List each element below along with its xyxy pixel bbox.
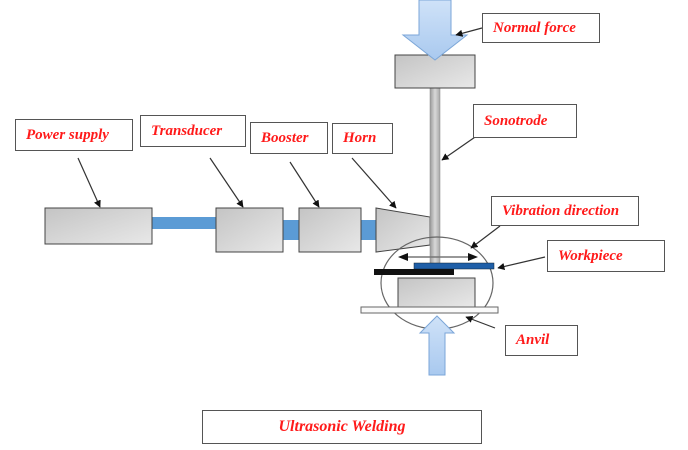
connector-transducer-booster bbox=[283, 220, 299, 240]
label-transducer: Transducer bbox=[140, 115, 246, 147]
leader-transducer bbox=[209, 157, 244, 208]
label-text: Horn bbox=[343, 130, 377, 146]
workpiece-lower bbox=[374, 269, 454, 275]
leader-booster bbox=[289, 161, 320, 208]
label-anvil: Anvil bbox=[505, 325, 578, 356]
leader-sonotrode bbox=[441, 134, 479, 161]
workpiece-upper bbox=[413, 262, 495, 270]
label-normal-force: Normal force bbox=[482, 13, 600, 43]
label-text: Workpiece bbox=[558, 247, 623, 264]
label-workpiece: Workpiece bbox=[547, 240, 665, 272]
normal-force-arrow bbox=[401, 0, 469, 61]
sonotrode-rod bbox=[429, 87, 441, 267]
label-text: Vibration direction bbox=[502, 202, 620, 219]
anvil-force-arrow bbox=[418, 315, 456, 376]
label-text: Normal force bbox=[493, 19, 576, 36]
leader-workpiece bbox=[497, 256, 546, 271]
leader-power-supply bbox=[77, 157, 101, 208]
diagram-title: Ultrasonic Welding bbox=[278, 418, 406, 435]
base-plate bbox=[360, 306, 499, 314]
connector-power-transducer bbox=[152, 217, 216, 229]
transducer-unit bbox=[215, 207, 284, 253]
power-supply-unit bbox=[44, 207, 153, 245]
vibration-arrowhead-right bbox=[468, 253, 478, 261]
connector-booster-horn bbox=[361, 220, 376, 240]
diagram-title-box: Ultrasonic Welding bbox=[202, 410, 482, 444]
label-text: Power supply bbox=[26, 126, 109, 143]
label-text: Sonotrode bbox=[484, 112, 548, 129]
anvil-block bbox=[397, 277, 476, 308]
leader-vibration-direction bbox=[470, 225, 501, 249]
label-text: Transducer bbox=[151, 122, 223, 139]
leader-horn bbox=[351, 157, 397, 209]
leader-normal-force bbox=[455, 27, 483, 37]
booster-unit bbox=[298, 207, 362, 253]
label-vibration-direction: Vibration direction bbox=[491, 196, 639, 226]
label-booster: Booster bbox=[250, 122, 328, 154]
horn-unit bbox=[375, 207, 431, 253]
label-power-supply: Power supply bbox=[15, 119, 133, 151]
leader-anvil bbox=[465, 315, 496, 329]
label-text: Anvil bbox=[516, 332, 550, 348]
label-text: Booster bbox=[261, 129, 309, 146]
label-sonotrode: Sonotrode bbox=[473, 104, 577, 138]
label-horn: Horn bbox=[332, 123, 393, 154]
vibration-arrowhead-left bbox=[398, 253, 408, 261]
